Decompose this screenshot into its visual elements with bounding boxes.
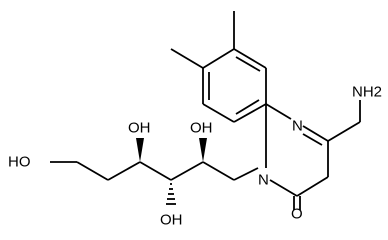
bond-pyrazine-5 [269, 179, 298, 197]
bond-pyrazine-2 [302, 125, 329, 142]
wedge-oh-1 [199, 138, 207, 162]
atom-n-ring-bottom: N [258, 172, 269, 189]
atom-oh-1: OH [190, 120, 213, 137]
bond-benzene-1 [233, 48, 267, 69]
wedge-oh-2 [136, 138, 144, 162]
bond-benzene-inner-1 [235, 56, 261, 72]
bond-chain-n-ch2 [233, 167, 259, 181]
structure-canvas: N N O NH2 OH OH OH HO [8, 11, 382, 229]
hash-oh-3 [166, 183, 176, 205]
atom-oh-2: OH [128, 120, 151, 137]
bond-amide-c [327, 121, 361, 142]
bond-benzene-6 [202, 48, 235, 69]
bond-chain-5 [76, 161, 109, 181]
atom-oh-3: OH [160, 212, 183, 229]
atom-carbonyl-o: O [291, 206, 303, 223]
bond-chain-1 [202, 161, 235, 181]
atom-amide-nh2: NH2 [352, 84, 382, 101]
bond-pyrazine-4 [296, 176, 329, 197]
bond-chain-2 [170, 161, 204, 181]
atom-n-ring-top: N [292, 118, 303, 135]
bond-methyl-left [170, 48, 204, 69]
bond-chain-4 [107, 161, 141, 181]
atom-oh-4: HO [8, 154, 31, 171]
bond-pyrazine-1 [265, 103, 292, 120]
bond-pyrazine-2b [302, 133, 323, 146]
bond-benzene-3 [233, 103, 267, 123]
bond-chain-3 [139, 161, 172, 181]
molecule-diagram: N N O NH2 OH OH OH HO [8, 11, 382, 229]
bond-benzene-inner-2 [235, 99, 260, 115]
bond-benzene-4 [202, 103, 235, 123]
